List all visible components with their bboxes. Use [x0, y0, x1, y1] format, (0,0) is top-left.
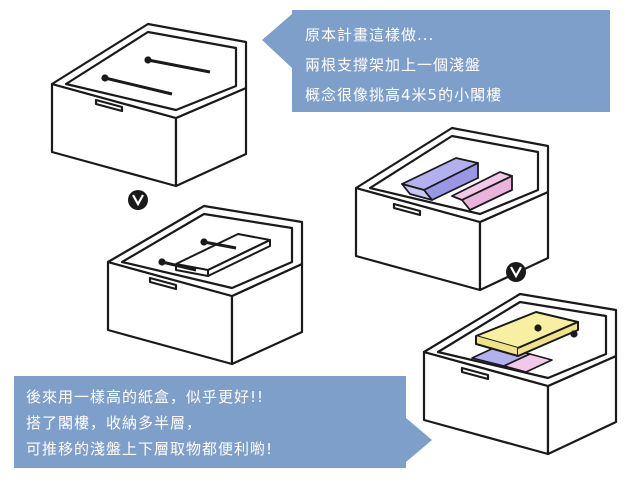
callout-top-line-1: 原本計畫這樣做... — [305, 26, 434, 44]
callout-bottom-line-3: 可推移的淺盤上下層取物都便利喲! — [26, 440, 273, 458]
box-final-inner-boxes — [354, 126, 550, 292]
arrow-down-2-icon — [506, 262, 526, 282]
callout-top-line-2: 兩根支撐架加上一個淺盤 — [305, 56, 481, 74]
box-plan-rods — [50, 22, 248, 188]
arrow-down-1-icon — [128, 190, 148, 210]
callout-top-bg — [262, 10, 610, 112]
callout-bottom-line-1: 後來用一樣高的紙盒，似乎更好!! — [26, 388, 264, 406]
callout-bottom-bg — [14, 376, 432, 468]
box-final-loft — [422, 292, 618, 456]
callout-top-line-3: 概念很像挑高4米5的小閣樓 — [305, 86, 502, 104]
box-plan-tray — [106, 204, 304, 366]
callout-bottom: 後來用一樣高的紙盒，似乎更好!! 搭了閣樓，收納多半層， 可推移的淺盤上下層取物… — [14, 376, 432, 468]
callout-top: 原本計畫這樣做... 兩根支撐架加上一個淺盤 概念很像挑高4米5的小閣樓 — [262, 10, 610, 112]
callout-bottom-line-2: 搭了閣樓，收納多半層， — [26, 414, 202, 432]
